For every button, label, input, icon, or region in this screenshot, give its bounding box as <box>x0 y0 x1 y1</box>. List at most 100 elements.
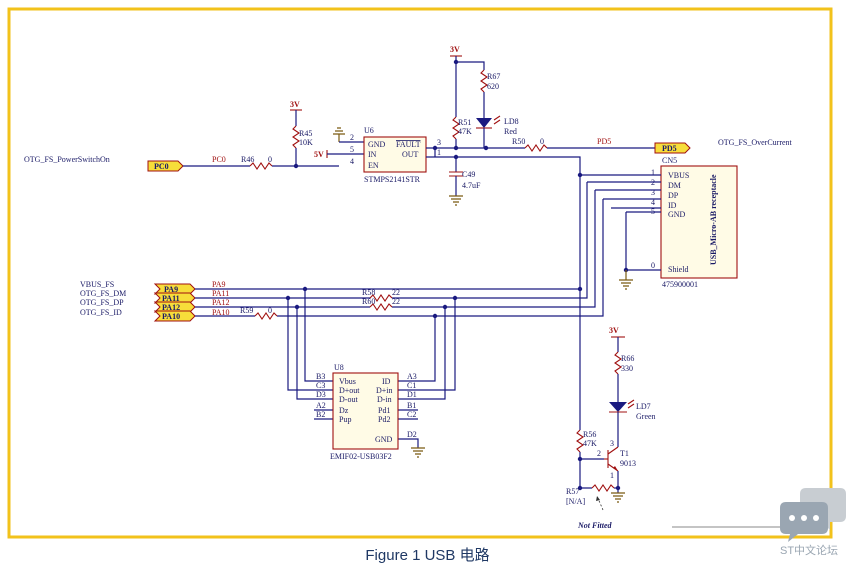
svg-text:PA11: PA11 <box>162 294 180 303</box>
wire-label-pd5: PD5 <box>597 137 611 146</box>
svg-text:R45: R45 <box>299 129 312 138</box>
svg-text:9013: 9013 <box>620 459 636 468</box>
figure-caption: Figure 1 USB 电路 <box>365 547 490 564</box>
resistor-r66: R66 330 <box>614 351 634 375</box>
svg-text:PA12: PA12 <box>162 303 180 312</box>
svg-text:B1: B1 <box>407 401 416 410</box>
connector-cn5: CN5 475900001 VBUS DM DP ID GND Shield 1… <box>651 156 738 289</box>
svg-text:4: 4 <box>350 157 354 166</box>
svg-text:R57: R57 <box>566 487 579 496</box>
svg-text:47K: 47K <box>458 127 472 136</box>
svg-text:4: 4 <box>651 198 655 207</box>
svg-text:0: 0 <box>268 306 272 315</box>
svg-text:D+out: D+out <box>339 386 360 395</box>
svg-text:T1: T1 <box>620 449 629 458</box>
svg-text:D-out: D-out <box>339 395 358 404</box>
svg-text:VBUS: VBUS <box>668 171 689 180</box>
svg-text:R58: R58 <box>362 288 375 297</box>
net-label-dp: OTG_FS_DP <box>80 298 124 307</box>
resistor-r45: R45 10K <box>292 125 313 149</box>
resistor-r46: R46 0 <box>241 155 273 170</box>
wire-label-pa11: PA11 <box>212 289 229 298</box>
svg-text:475900001: 475900001 <box>662 280 698 289</box>
svg-text:GND: GND <box>668 210 686 219</box>
led-ld7: LD7 Green <box>609 399 656 421</box>
svg-text:Red: Red <box>504 127 517 136</box>
svg-text:C3: C3 <box>316 381 325 390</box>
svg-text:4.7uF: 4.7uF <box>462 181 481 190</box>
svg-text:Green: Green <box>636 412 656 421</box>
svg-text:CN5: CN5 <box>662 156 677 165</box>
svg-text:1: 1 <box>437 148 441 157</box>
svg-text:D3: D3 <box>316 390 326 399</box>
svg-text:C1: C1 <box>407 381 416 390</box>
svg-text:ID: ID <box>382 377 391 386</box>
svg-text:0: 0 <box>540 137 544 146</box>
net-label-over-current: OTG_FS_OverCurrent <box>718 138 793 147</box>
svg-text:Shield: Shield <box>668 265 688 274</box>
svg-text:3V: 3V <box>450 45 460 54</box>
capacitor-c49: C49 4.7uF <box>449 157 481 206</box>
port-pa10: PA10 <box>153 310 196 322</box>
svg-text:PA9: PA9 <box>164 285 178 294</box>
svg-text:B3: B3 <box>316 372 325 381</box>
svg-text:PA10: PA10 <box>162 312 180 321</box>
svg-text:R60: R60 <box>362 297 375 306</box>
svg-text:R66: R66 <box>621 354 634 363</box>
svg-text:Dz: Dz <box>339 406 349 415</box>
resistor-r51: R51 47K <box>452 116 472 140</box>
svg-text:0: 0 <box>651 261 655 270</box>
svg-text:A2: A2 <box>316 401 326 410</box>
net-label-vbus: VBUS_FS <box>80 280 114 289</box>
ic-u8: U8 EMIF02-USB03F2 Vbus D+out D-out Dz Pu… <box>316 363 417 461</box>
svg-text:R51: R51 <box>458 118 471 127</box>
svg-text:3: 3 <box>610 439 614 448</box>
svg-text:D+in: D+in <box>376 386 393 395</box>
svg-text:LD7: LD7 <box>636 402 651 411</box>
resistor-r59: R59 0 <box>240 306 278 320</box>
svg-text:OUT: OUT <box>402 150 419 159</box>
svg-text:A3: A3 <box>407 372 417 381</box>
led-ld8: LD8 Red <box>476 115 519 136</box>
power-3v-r45: 3V <box>290 100 302 126</box>
wire-label-pa9: PA9 <box>212 280 226 289</box>
net-label-power-switch-on: OTG_FS_PowerSwitchOn <box>24 155 110 164</box>
resistor-r60: R60 22 <box>362 297 400 311</box>
svg-text:[N/A]: [N/A] <box>566 497 585 506</box>
svg-text:DP: DP <box>668 191 679 200</box>
resistor-r67: R67 620 <box>480 69 500 93</box>
svg-text:PC0: PC0 <box>154 162 169 171</box>
svg-text:U6: U6 <box>364 126 374 135</box>
svg-text:GND: GND <box>375 435 393 444</box>
svg-text:3: 3 <box>437 138 441 147</box>
svg-text:EMIF02-USB03F2: EMIF02-USB03F2 <box>330 452 392 461</box>
svg-text:3V: 3V <box>290 100 300 109</box>
svg-text:5: 5 <box>350 145 354 154</box>
svg-text:1: 1 <box>651 168 655 177</box>
svg-text:C49: C49 <box>462 170 475 179</box>
ic-u6: U6 GND IN EN FAULT OUT STMPS2141STR 2 5 … <box>350 126 441 184</box>
forum-chat-icon <box>780 488 846 542</box>
resistor-r58: R58 22 <box>362 288 400 302</box>
svg-text:U8: U8 <box>334 363 344 372</box>
svg-text:2: 2 <box>350 133 354 142</box>
wire-label-pa12: PA12 <box>212 298 230 307</box>
svg-text:LD8: LD8 <box>504 117 519 126</box>
resistor-r57: R57 [N/A] <box>566 484 615 506</box>
resistor-r56: R56 47K <box>576 429 597 453</box>
svg-text:1: 1 <box>610 471 614 480</box>
svg-text:3V: 3V <box>609 326 619 335</box>
svg-text:3: 3 <box>651 188 655 197</box>
svg-text:Pd2: Pd2 <box>378 415 390 424</box>
power-3v-ld8: 3V <box>450 45 462 57</box>
svg-text:47K: 47K <box>583 439 597 448</box>
power-3v-ld7: 3V <box>609 326 625 338</box>
svg-text:R50: R50 <box>512 137 525 146</box>
svg-text:EN: EN <box>368 161 379 170</box>
schematic-frame <box>7 7 833 539</box>
power-5v: 5V <box>314 150 324 159</box>
svg-text:STMPS2141STR: STMPS2141STR <box>364 175 421 184</box>
svg-text:FAULT: FAULT <box>396 140 421 149</box>
resistor-r50: R50 0 <box>512 137 548 152</box>
